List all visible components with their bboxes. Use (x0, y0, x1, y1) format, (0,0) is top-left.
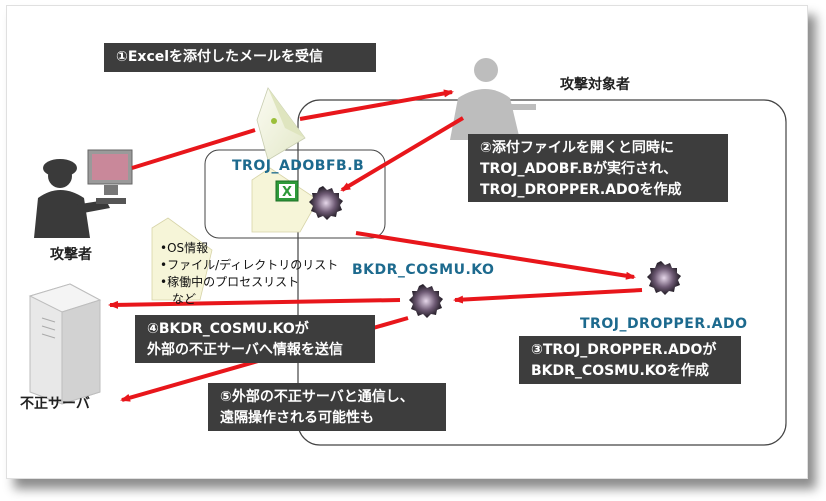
malware-blob-icon (309, 186, 343, 220)
stolen-info-item: •ファイル/ディレクトリのリスト (160, 258, 339, 272)
callout-step3-line1: ③TROJ_DROPPER.ADOが (531, 342, 717, 358)
excel-file-icon: X (275, 180, 299, 202)
stolen-info-list: •OS情報 •ファイル/ディレクトリのリスト •稼働中のプロセスリスト など (160, 240, 338, 308)
callout-step5-line2: 遠隔操作される可能性も (220, 410, 374, 426)
target-environment-boundary (297, 99, 787, 446)
malware-blob-icon (647, 261, 681, 295)
document-icon (151, 217, 213, 301)
callout-step2: ②添付ファイルを開くと同時に TROJ_ADOBF.Bが実行され、 TROJ_D… (468, 134, 728, 202)
stolen-info-item: など (160, 292, 197, 306)
malware-label-adobf: TROJ_ADOBFB.B (232, 158, 365, 174)
callout-step5: ⑤外部の不正サーバと通信し、 遠隔操作される可能性も (208, 383, 446, 431)
target-person-icon (450, 58, 536, 140)
svg-text:X: X (282, 185, 292, 200)
email-envelope-icon (256, 87, 306, 161)
malware-blob-icon (409, 284, 443, 318)
malware-label-bkdr: BKDR_COSMU.KO (352, 262, 495, 278)
stolen-info-item: •稼働中のプロセスリスト (160, 275, 300, 289)
callout-step4-line2: 外部の不正サーバへ情報を送信 (147, 342, 343, 358)
callout-step5-line1: ⑤外部の不正サーバと通信し、 (220, 389, 414, 405)
callout-step1-text: ①Excelを添付したメールを受信 (116, 49, 324, 65)
callout-step4: ④BKDR_COSMU.KOが 外部の不正サーバへ情報を送信 (135, 315, 375, 363)
callout-step2-line1: ②添付ファイルを開くと同時に (480, 140, 674, 156)
infected-file-boundary (204, 149, 386, 239)
stolen-info-item: •OS情報 (160, 241, 209, 255)
attacker-label: 攻撃者 (50, 247, 92, 263)
callout-step3: ③TROJ_DROPPER.ADOが BKDR_COSMU.KOを作成 (519, 336, 741, 384)
callout-step3-line2: BKDR_COSMU.KOを作成 (531, 363, 709, 379)
callout-step2-line2: TROJ_ADOBF.Bが実行され、 (480, 161, 678, 177)
callout-step1: ①Excelを添付したメールを受信 (104, 43, 376, 72)
server-label: 不正サーバ (20, 396, 90, 412)
malware-label-dropper: TROJ_DROPPER.ADO (580, 316, 748, 332)
server-icon (28, 283, 102, 405)
callout-step2-line3: TROJ_DROPPER.ADOを作成 (480, 182, 682, 198)
callout-step4-line1: ④BKDR_COSMU.KOが (147, 321, 309, 337)
target-label: 攻撃対象者 (560, 77, 630, 93)
attacker-person-icon (34, 149, 133, 238)
